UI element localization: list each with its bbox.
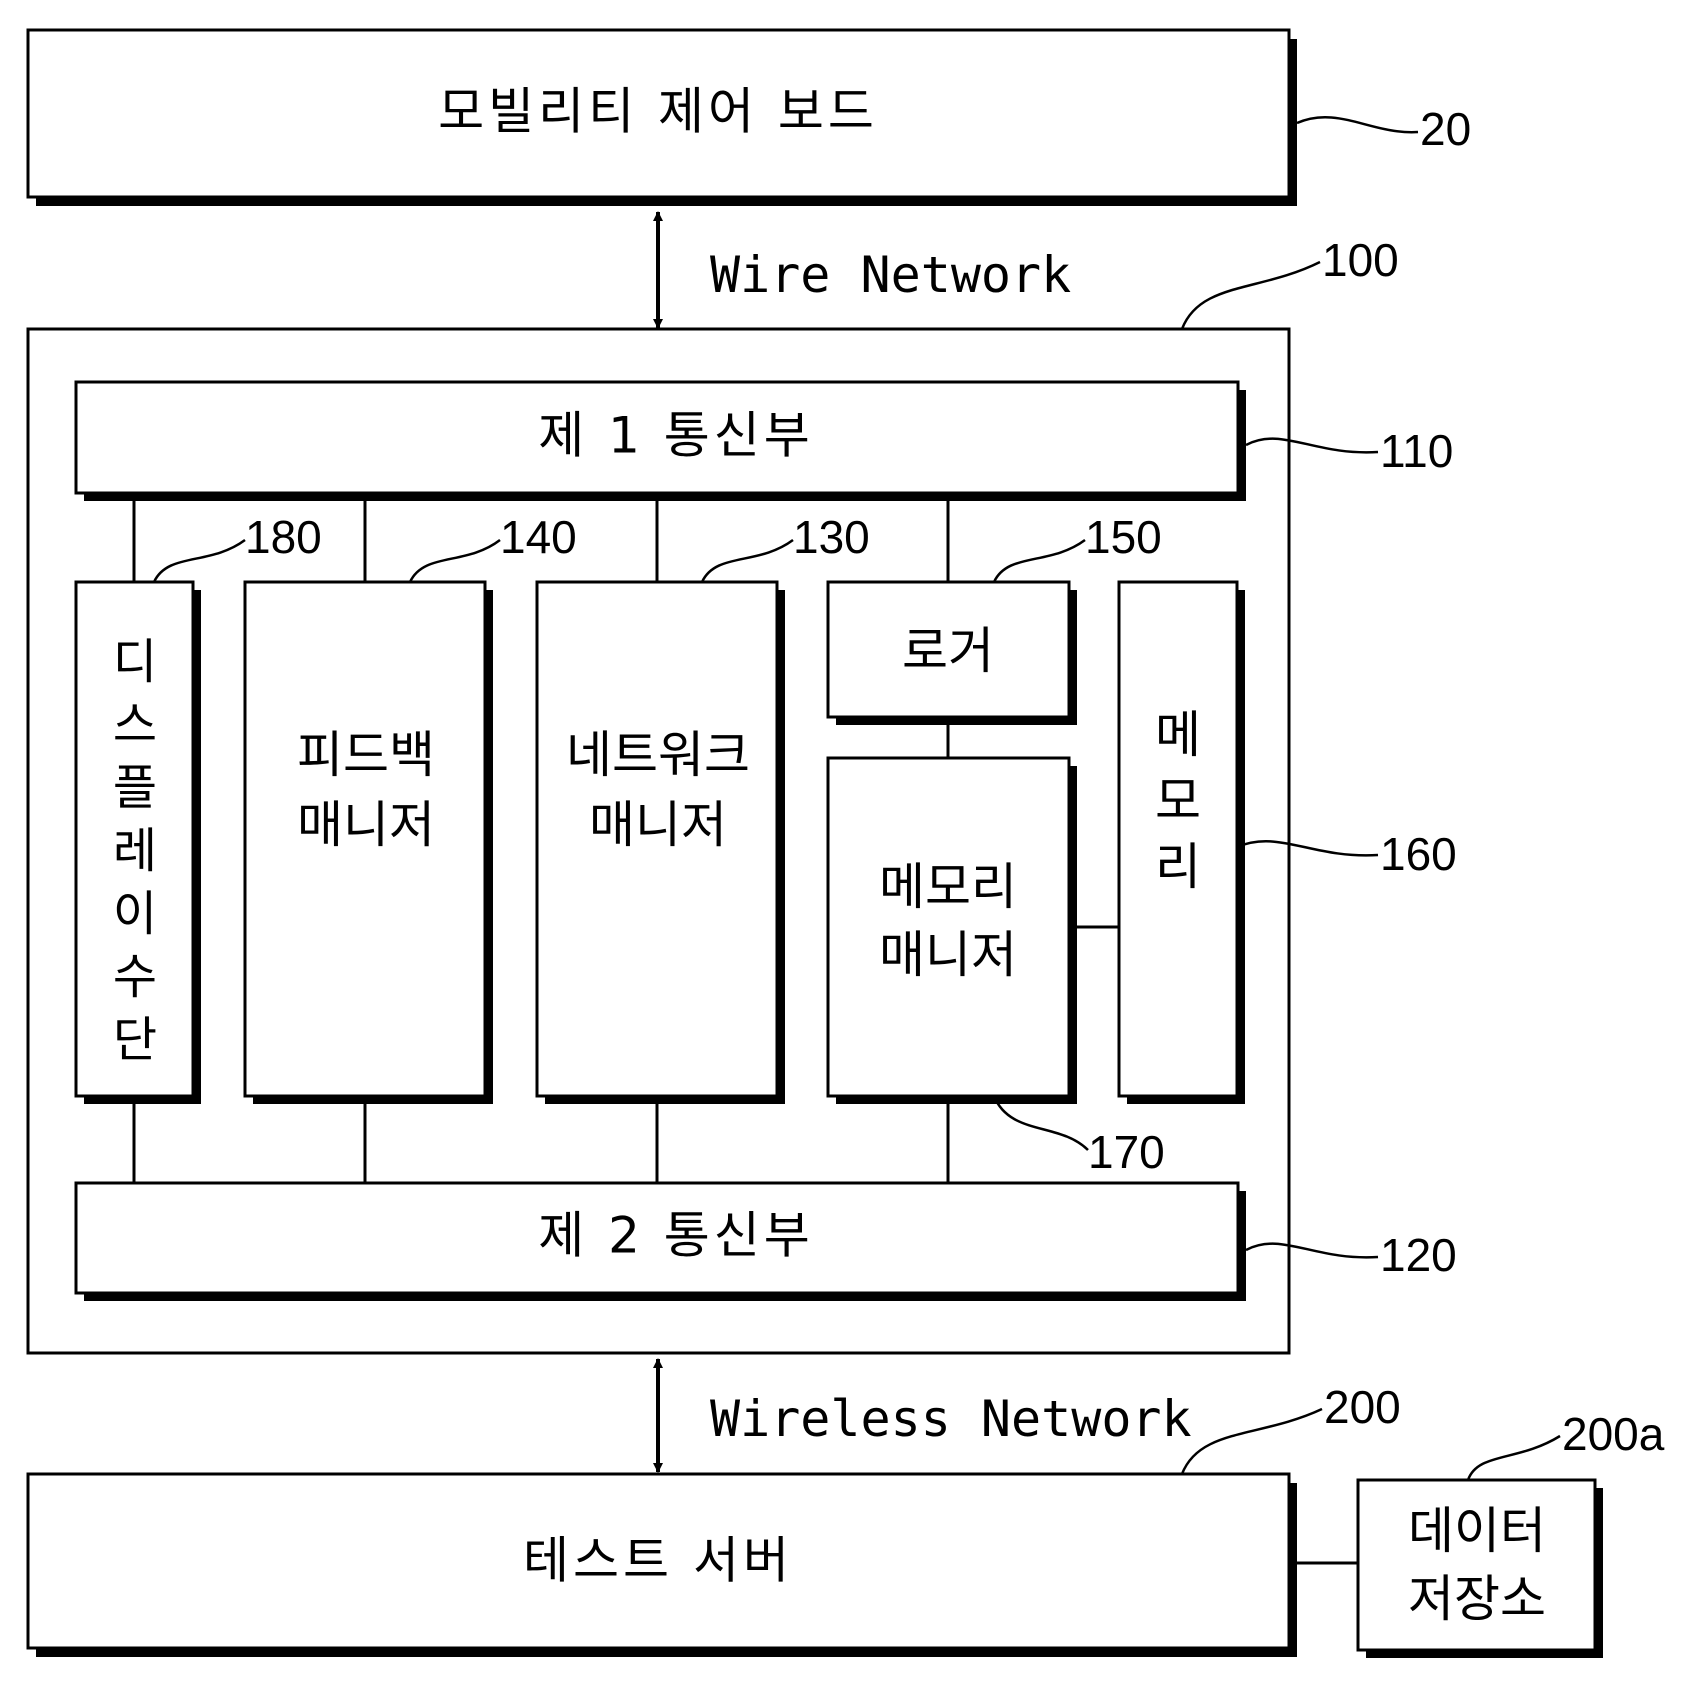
wire-network-label: Wire Network [710,246,1071,304]
memory-label: 메 모 리 [1155,706,1201,896]
display-char: 단 [113,1012,157,1068]
reference-numerals: 20 100 110 180 140 130 150 160 170 120 2… [245,103,1665,1460]
ref-160: 160 [1380,828,1457,880]
test-server [26,1472,1297,1657]
memory-manager-label-line1: 메모리 [879,858,1017,916]
comm2-label: 제 2 통신부 [538,1207,814,1265]
display-char: 스 [113,697,157,753]
memory-manager [826,756,1077,1104]
first-communication-unit [74,380,1246,501]
logger-label: 로거 [902,622,994,680]
display-char: 플 [113,760,157,816]
ref-110: 110 [1380,425,1453,477]
test-server-label: 테스트 서버 [523,1532,793,1590]
comm1-label: 제 1 통신부 [538,407,814,465]
network-manager-label-line2: 매니저 [589,796,727,854]
memory [1117,580,1245,1104]
memory-char: 모 [1155,772,1201,830]
ref-100: 100 [1322,234,1399,286]
mobility-control-board [26,28,1297,206]
data-storage [1356,1478,1603,1658]
ref-130: 130 [793,511,870,563]
ref-200a: 200a [1562,1408,1665,1460]
logger [826,580,1077,725]
display-char: 이 [113,886,157,942]
ref-180: 180 [245,511,322,563]
display-label: 디 스 플 레 이 수 단 [113,634,157,1068]
ref-120: 120 [1380,1229,1457,1281]
mobility-board-label: 모빌리티 제어 보드 [438,83,878,141]
network-manager [535,580,785,1104]
ref-170: 170 [1088,1126,1165,1178]
ref-150: 150 [1085,511,1162,563]
data-storage-label-line1: 데이터 [1408,1502,1546,1560]
display-unit [74,580,201,1104]
ref-20: 20 [1420,103,1471,155]
memory-char: 리 [1155,838,1201,896]
data-storage-label-line2: 저장소 [1408,1570,1546,1628]
feedback-manager [243,580,493,1104]
display-char: 디 [113,634,157,690]
second-communication-unit [74,1181,1246,1301]
wireless-network-label: Wireless Network [710,1390,1192,1448]
reference-leaders [152,115,1561,1481]
feedback-manager-label-line2: 매니저 [297,796,435,854]
memory-manager-label-line2: 매니저 [879,926,1017,984]
ref-200: 200 [1324,1381,1401,1433]
ref-140: 140 [500,511,577,563]
display-char: 수 [113,949,157,1005]
bus-connectors [132,493,1119,1183]
memory-char: 메 [1155,706,1201,764]
feedback-manager-label-line1: 피드백 [297,726,435,784]
display-char: 레 [113,823,157,879]
network-manager-label-line1: 네트워크 [566,726,750,784]
